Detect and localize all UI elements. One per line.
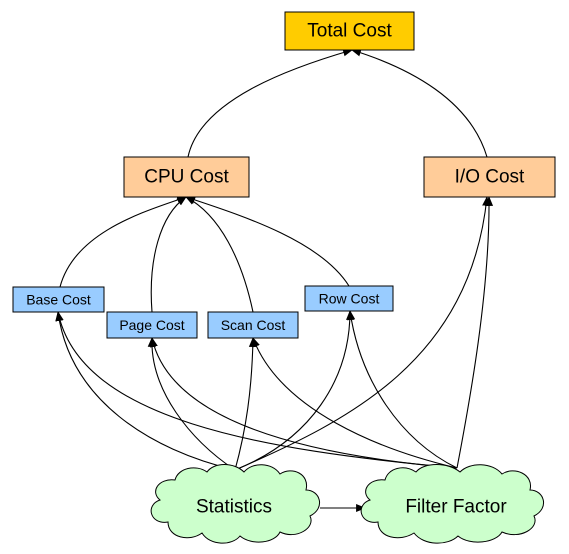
edge-statistics-to-row [234,310,354,471]
edge-row-to-cpu [185,196,350,287]
edge-filter-to-scan [252,337,458,469]
edge-cpu-to-total [187,48,353,158]
edge-filter-to-row [347,310,458,469]
svg-text:CPU Cost: CPU Cost [144,167,229,188]
node-io-cost: I/O Cost [423,156,556,198]
node-cpu-cost: CPU Cost [123,156,250,198]
edge-statistics-to-scan [234,337,257,471]
svg-text:Statistics: Statistics [196,497,272,518]
svg-text:Scan Cost: Scan Cost [221,317,286,333]
svg-text:Page Cost: Page Cost [119,317,184,333]
svg-text:Total Cost: Total Cost [307,21,392,42]
node-total-cost: Total Cost [284,11,415,51]
edge-io-to-total [351,48,488,158]
node-filter-factor: Filter Factor [360,464,544,544]
svg-text:Filter Factor: Filter Factor [405,497,507,518]
node-scan-cost: Scan Cost [207,311,299,339]
edge-filter-to-io [456,196,494,469]
edge-filter-to-base [55,311,458,469]
svg-text:Base Cost: Base Cost [26,292,91,308]
svg-text:I/O Cost: I/O Cost [455,167,525,188]
edges [55,48,494,512]
edge-statistics-to-page [147,337,236,471]
edge-statistics-to-io [234,196,491,471]
node-base-cost: Base Cost [12,286,105,313]
svg-text:Row Cost: Row Cost [319,291,380,307]
edge-filter-to-page [150,337,458,469]
node-page-cost: Page Cost [106,311,198,339]
node-statistics: Statistics [150,464,320,544]
edge-statistics-to-base [55,311,236,471]
edge-base-to-cpu [59,196,187,288]
node-row-cost: Row Cost [304,285,394,312]
edge-page-to-cpu [150,196,187,313]
edge-scan-to-cpu [185,196,254,313]
